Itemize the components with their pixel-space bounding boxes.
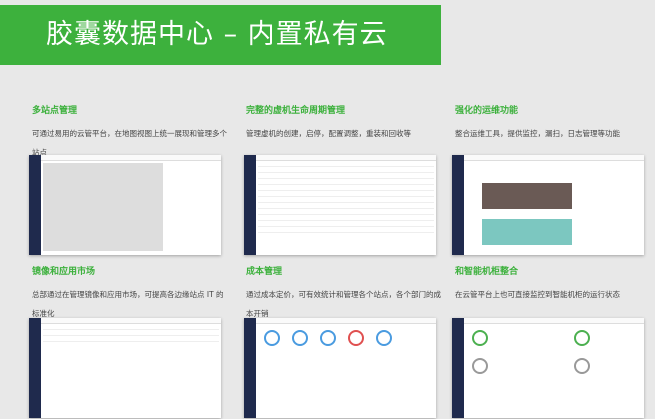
feature-desc: 管理虚机的创建，启停，配置调整，重装和回收等 bbox=[246, 129, 411, 138]
screenshot-app-market bbox=[29, 318, 221, 418]
feature-desc: 整合运维工具，提供监控，漏扫，日志管理等功能 bbox=[455, 129, 620, 138]
feature-cabinet: 和智能机柜整合在云管平台上也可直接监控到智能机柜的运行状态 bbox=[455, 264, 650, 304]
feature-cost: 成本管理通过成本定价，可有效统计和管理各个站点，各个部门的成本开销 bbox=[246, 264, 441, 323]
feature-title: 和智能机柜整合 bbox=[455, 267, 519, 277]
feature-ops: 强化的运维功能整合运维工具，提供监控，漏扫，日志管理等功能 bbox=[455, 103, 650, 143]
feature-market: 镜像和应用市场总部通过在管理镜像和应用市场，可提高各边缘站点 IT 的标准化 bbox=[32, 264, 227, 323]
screenshot-vm-list bbox=[244, 155, 436, 255]
page-title: 胶囊数据中心 – 内置私有云 bbox=[0, 5, 441, 65]
feature-multi-site: 多站点管理可通过易用的云管平台，在地图视图上统一展现和管理多个站点 bbox=[32, 103, 227, 162]
screenshot-monitoring bbox=[452, 155, 644, 255]
feature-vm-lifecycle: 完整的虚机生命周期管理管理虚机的创建，启停，配置调整，重装和回收等 bbox=[246, 103, 441, 143]
feature-title: 成本管理 bbox=[246, 267, 283, 277]
feature-desc: 通过成本定价，可有效统计和管理各个站点，各个部门的成本开销 bbox=[246, 290, 441, 318]
feature-title: 强化的运维功能 bbox=[455, 106, 519, 116]
screenshot-smart-cabinet bbox=[452, 318, 644, 418]
screenshot-cost bbox=[244, 318, 436, 418]
feature-title: 镜像和应用市场 bbox=[32, 267, 96, 277]
feature-desc: 在云管平台上也可直接监控到智能机柜的运行状态 bbox=[455, 290, 620, 299]
feature-title: 多站点管理 bbox=[32, 106, 78, 116]
feature-title: 完整的虚机生命周期管理 bbox=[246, 106, 346, 116]
feature-desc: 总部通过在管理镜像和应用市场，可提高各边缘站点 IT 的标准化 bbox=[32, 290, 224, 318]
feature-desc: 可通过易用的云管平台，在地图视图上统一展现和管理多个站点 bbox=[32, 129, 227, 157]
screenshot-map-view bbox=[29, 155, 221, 255]
